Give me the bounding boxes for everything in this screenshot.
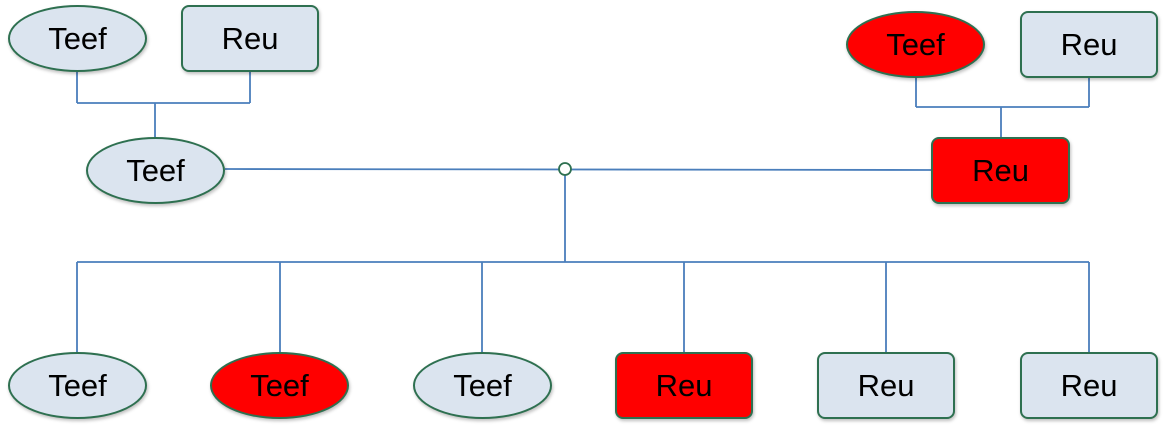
node-label: Reu [1060,367,1118,403]
node-label: Reu [655,367,713,403]
node-label: Teef [453,367,512,403]
node-label: Teef [126,152,185,188]
offspring-5: Reu [817,352,955,419]
node-label: Teef [250,367,309,403]
offspring-4: Reu [615,352,753,419]
offspring-2: Teef [210,352,349,419]
node-label: Reu [972,152,1029,188]
mother: Teef [86,137,225,204]
node-label: Teef [48,20,107,56]
left-grandmother: Teef [8,5,147,72]
offspring-1: Teef [8,352,147,419]
left-grandfather: Reu [181,5,319,72]
father: Reu [931,137,1070,204]
marriage-node [558,162,572,176]
node-label: Reu [221,20,279,56]
node-label: Teef [48,367,107,403]
right-grandmother: Teef [846,11,985,78]
node-label: Reu [857,367,915,403]
offspring-3: Teef [413,352,552,419]
offspring-6: Reu [1020,352,1158,419]
marriage-line [224,168,932,171]
right-grandfather: Reu [1020,11,1158,78]
node-label: Teef [886,26,945,62]
node-label: Reu [1060,26,1118,62]
